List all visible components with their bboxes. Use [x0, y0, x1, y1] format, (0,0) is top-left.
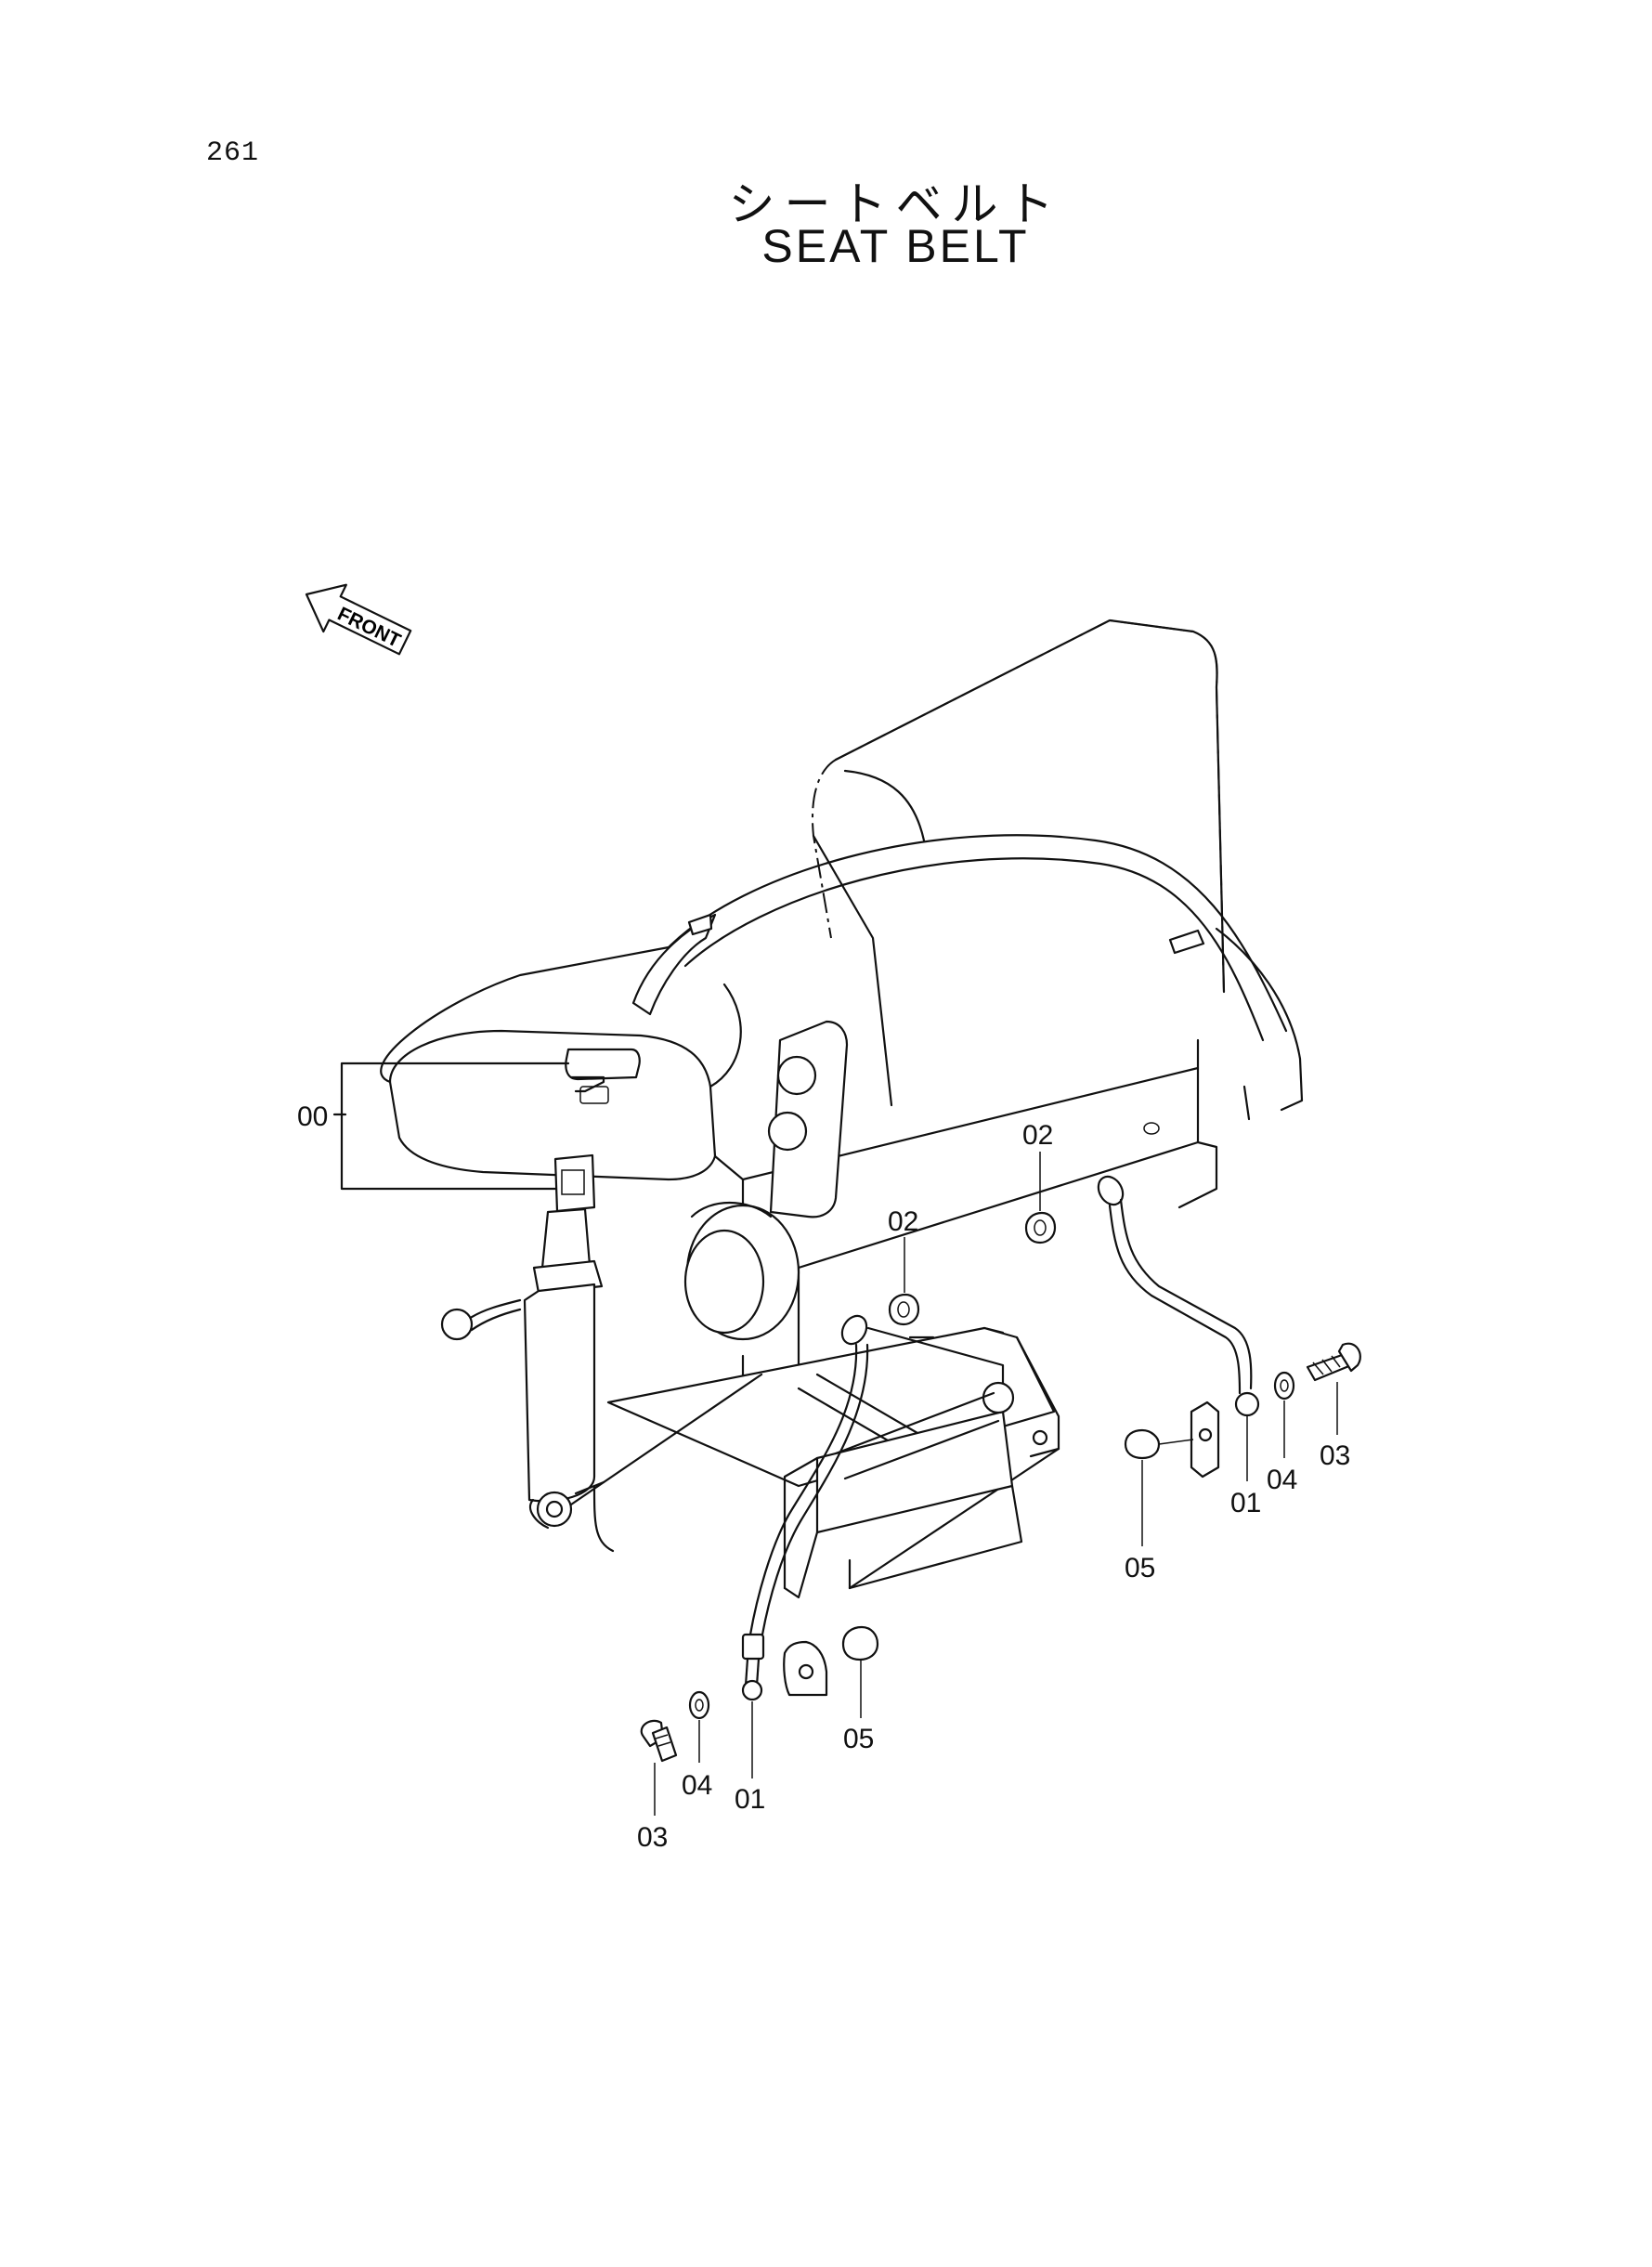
title-japanese: シートベルト: [728, 177, 1063, 231]
callout-01-left: 01: [735, 1784, 765, 1815]
callout-00: 00: [297, 1101, 328, 1132]
operator-seat: [380, 619, 1304, 1599]
callout-labels: 00 02 02 01 04 03 05 03 04 01 05: [297, 1101, 1350, 1853]
page-number: 261: [206, 137, 260, 169]
callout-02-left: 02: [888, 1206, 918, 1237]
callout-05-left: 05: [843, 1724, 874, 1754]
nut-02-left: [888, 1293, 920, 1326]
callout-04-left: 04: [682, 1770, 712, 1801]
title-english: SEAT BELT: [761, 220, 1030, 272]
callout-leaders: [332, 1062, 1338, 1816]
ground-cable-right: [1097, 1175, 1361, 1479]
nut-02-right: [1024, 1211, 1057, 1244]
ground-cable-left: [640, 1314, 879, 1763]
front-arrow-icon: FRONT: [305, 583, 412, 656]
callout-05-right: 05: [1125, 1553, 1155, 1583]
seat-belt-assembly: [523, 913, 763, 1530]
callout-03-left: 03: [637, 1822, 668, 1853]
callout-01-right: 01: [1230, 1488, 1261, 1518]
callout-04-right: 04: [1267, 1465, 1297, 1495]
callout-02-right: 02: [1022, 1120, 1053, 1151]
callout-03-right: 03: [1320, 1440, 1350, 1471]
